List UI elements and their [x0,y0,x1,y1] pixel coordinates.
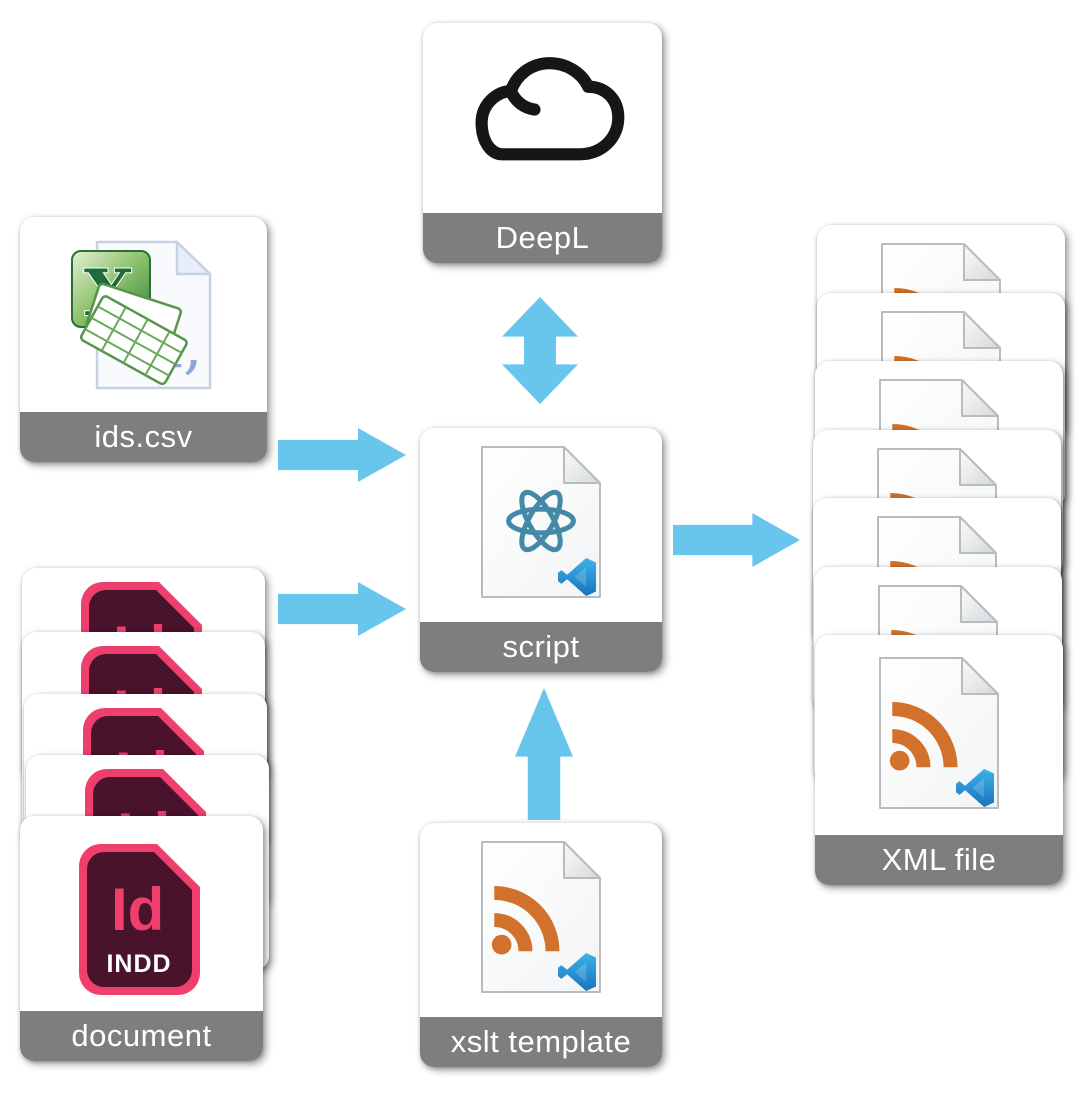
react-vscode-file-icon [479,444,603,600]
arrow-document-to-script [278,582,406,636]
xslt-template-node: xslt template [420,823,662,1067]
indesign-file-icon [77,842,202,997]
arrow-script-to-xml-file [673,513,800,567]
rss-vscode-file-icon [877,655,1001,811]
arrow-xslt-template-to-script [515,688,573,820]
script-label: script [420,622,662,672]
arrow-ids-csv-to-script [278,428,406,482]
ids-csv-node: ids.csv [20,217,267,462]
rss-vscode-file-icon [479,839,603,995]
xml-file-label: XML file [815,835,1063,885]
deepl-label: DeepL [423,213,662,263]
deepl-node: DeepL [423,23,662,263]
xslt-template-label: xslt template [420,1017,662,1067]
script-node: script [420,428,662,672]
excel-csv-file-icon [70,239,215,391]
ids-csv-label: ids.csv [20,412,267,462]
xml-file-node: XML file [815,635,1063,885]
cloud-icon [447,51,635,173]
arrow-deepl-script-bidirectional [502,297,578,404]
document-node: document [20,816,263,1061]
document-label: document [20,1011,263,1061]
